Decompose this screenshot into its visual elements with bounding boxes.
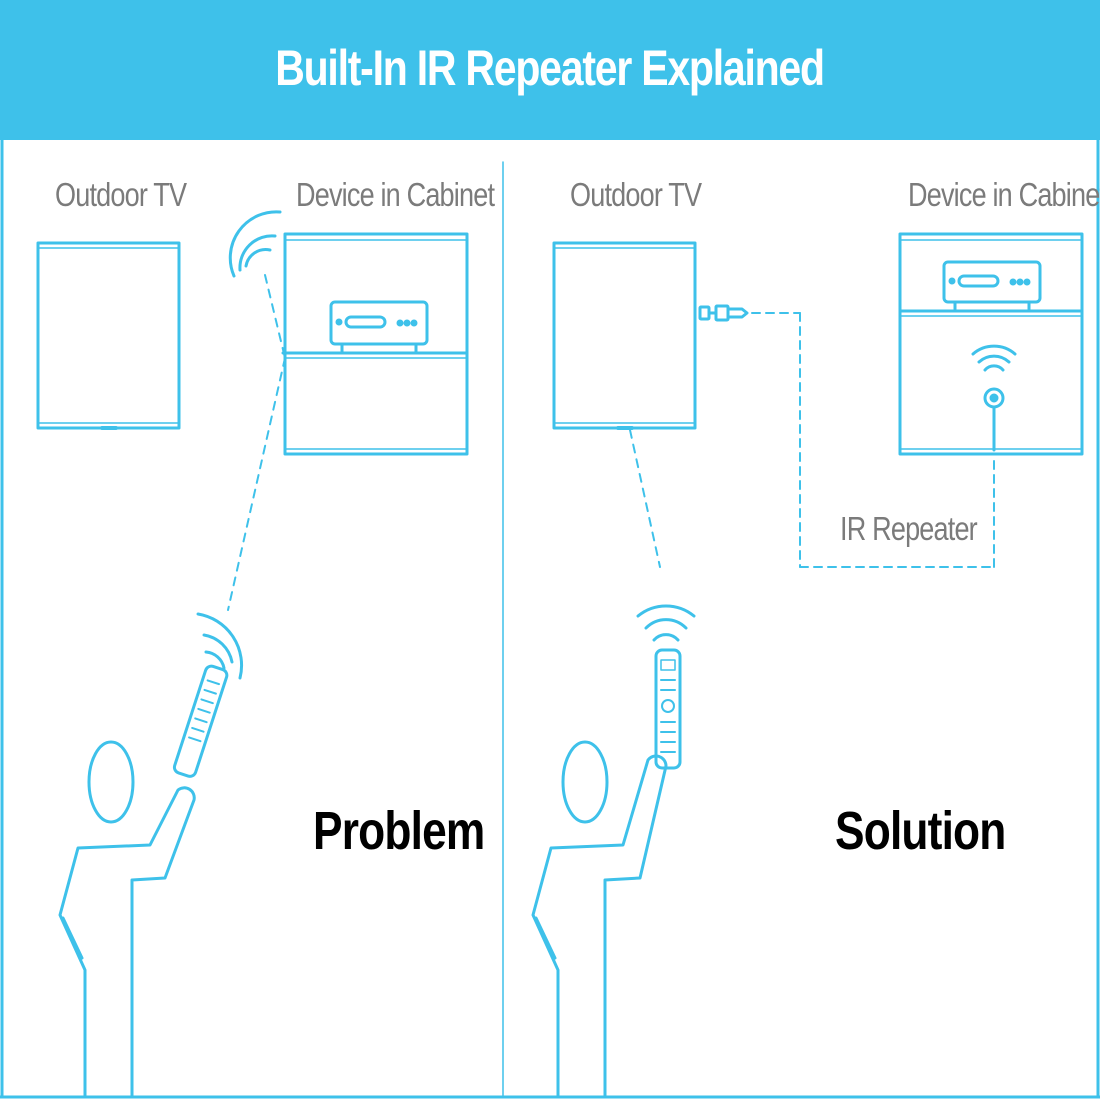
- solution-cabinet-label: Device in Cabinet: [908, 176, 1100, 213]
- problem-cabinet-label: Device in Cabinet: [296, 176, 495, 213]
- problem-signal-path: [227, 274, 286, 611]
- problem-ir-signal-icon: [228, 210, 282, 278]
- problem-caption: Problem: [313, 801, 485, 861]
- ir-repeater-label: IR Repeater: [840, 510, 978, 547]
- solution-caption: Solution: [835, 801, 1006, 861]
- problem-remote-control-icon: [172, 664, 229, 778]
- solution-signal-path: [629, 429, 661, 568]
- solution-remote-ir-signal-icon: [636, 604, 696, 642]
- problem-cabinet-icon: [281, 232, 469, 456]
- solution-cabinet-icon: [898, 232, 1084, 456]
- problem-tv-label: Outdoor TV: [55, 176, 187, 213]
- ir-receiver-plug-icon: [698, 304, 749, 322]
- ir-emitter-icon: [983, 387, 1005, 452]
- solution-person-icon: [531, 740, 668, 1099]
- solution-set-top-box-icon: [942, 260, 1042, 311]
- problem-person-icon: [58, 740, 196, 1099]
- solution-tv-icon: [552, 241, 697, 430]
- solution-tv-label: Outdoor TV: [570, 176, 702, 213]
- panel-borders: [0, 138, 1100, 1099]
- solution-remote-control-icon: [654, 648, 682, 770]
- repeater-cable-path: [751, 312, 995, 568]
- ir-emitter-signal-icon: [971, 344, 1017, 372]
- problem-tv-icon: [36, 241, 181, 430]
- problem-set-top-box-icon: [329, 300, 429, 354]
- problem-remote-ir-signal-icon: [196, 612, 244, 680]
- title-bar: Built-In IR Repeater Explained: [0, 0, 1100, 140]
- diagram-title: Built-In IR Repeater Explained: [275, 39, 826, 96]
